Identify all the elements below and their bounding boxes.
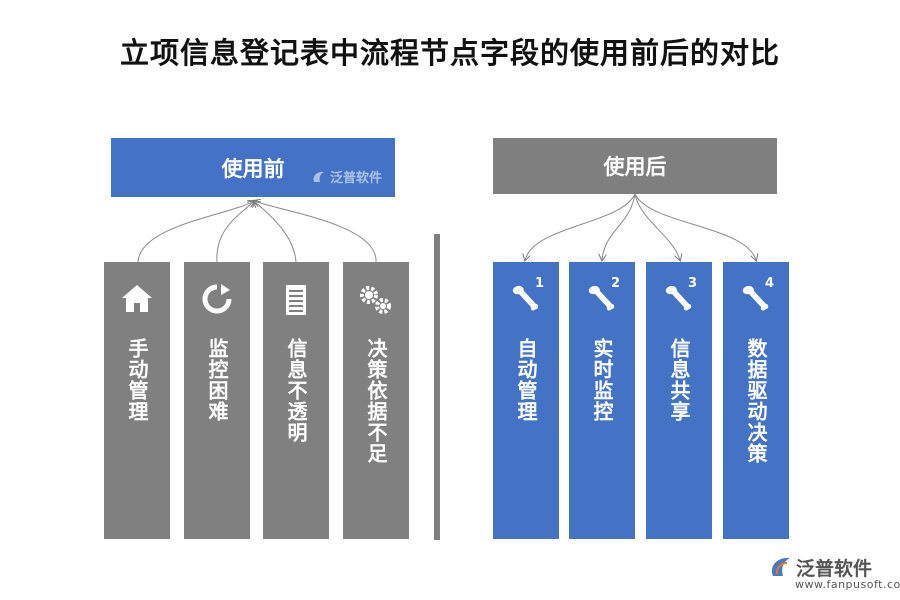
item-number: 2 [611,276,621,291]
after-item: 1 自动管理 [493,262,559,539]
item-number: 4 [765,276,775,291]
connector-after-3 [634,193,680,260]
brand-name: 泛普软件 [796,558,873,580]
brand-logo-icon [771,557,790,576]
page-title: 立项信息登记表中流程节点字段的使用前后的对比 [119,36,780,70]
wrench-icon [646,282,712,318]
connector-after-4 [634,193,756,260]
connector-before-4 [254,201,377,263]
item-number: 3 [688,276,698,291]
document-icon [263,282,329,318]
connector-after-1 [525,193,636,260]
gears-icon [343,282,409,318]
refresh-icon [184,282,250,318]
after-item: 3 信息共享 [646,262,712,539]
before-item-label: 手动管理 [125,338,149,422]
before-item: 手动管理 [104,262,170,539]
before-item-label: 决策依据不足 [364,338,388,464]
wrench-icon [569,282,635,318]
before-item-label: 监控困难 [205,338,229,422]
before-header-label: 使用前 [221,156,285,181]
wrench-icon [493,282,559,318]
connector-before-1 [137,201,254,263]
after-item-label: 数据驱动决策 [744,338,768,464]
item-number: 1 [535,276,545,291]
after-item: 2 实时监控 [569,262,635,539]
watermark-logo-icon [313,171,324,182]
before-item-label: 信息不透明 [284,338,308,443]
after-header: 使用后 [493,138,777,194]
after-item-label: 自动管理 [514,338,538,422]
after-item: 4 数据驱动决策 [723,262,789,539]
connector-after-2 [602,193,636,260]
after-item-label: 实时监控 [590,338,614,422]
before-header: 使用前 [111,138,395,197]
after-header-label: 使用后 [603,155,667,179]
home-icon [104,282,170,318]
header-watermark-brand: 泛普软件 [330,171,383,186]
after-item-label: 信息共享 [667,338,691,422]
connector-before-3 [254,201,297,263]
before-item: 决策依据不足 [343,262,409,539]
connector-before-2 [216,201,254,263]
before-item: 信息不透明 [263,262,329,539]
divider [434,234,440,540]
brand-url: www.fanpusoft.com [795,578,900,591]
before-item: 监控困难 [184,262,250,539]
wrench-icon [723,282,789,318]
header-watermark: 泛普软件 [311,167,382,186]
brand-logo: 泛普软件 www.fanpusoft.com [768,554,900,594]
